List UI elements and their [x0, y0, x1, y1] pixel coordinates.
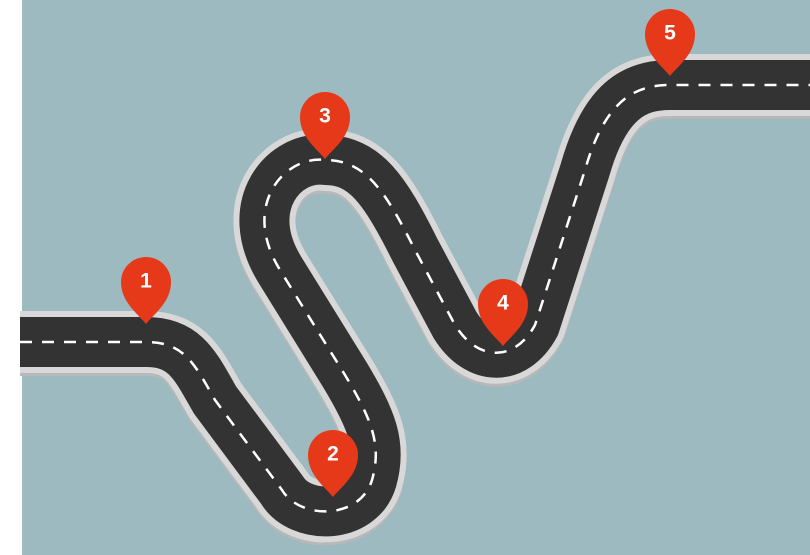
milestone-label: 2 [327, 443, 339, 466]
milestone-label: 1 [140, 270, 152, 293]
milestone-label: 5 [664, 22, 676, 45]
milestone-label: 3 [319, 105, 331, 128]
milestone-label: 4 [497, 292, 509, 315]
